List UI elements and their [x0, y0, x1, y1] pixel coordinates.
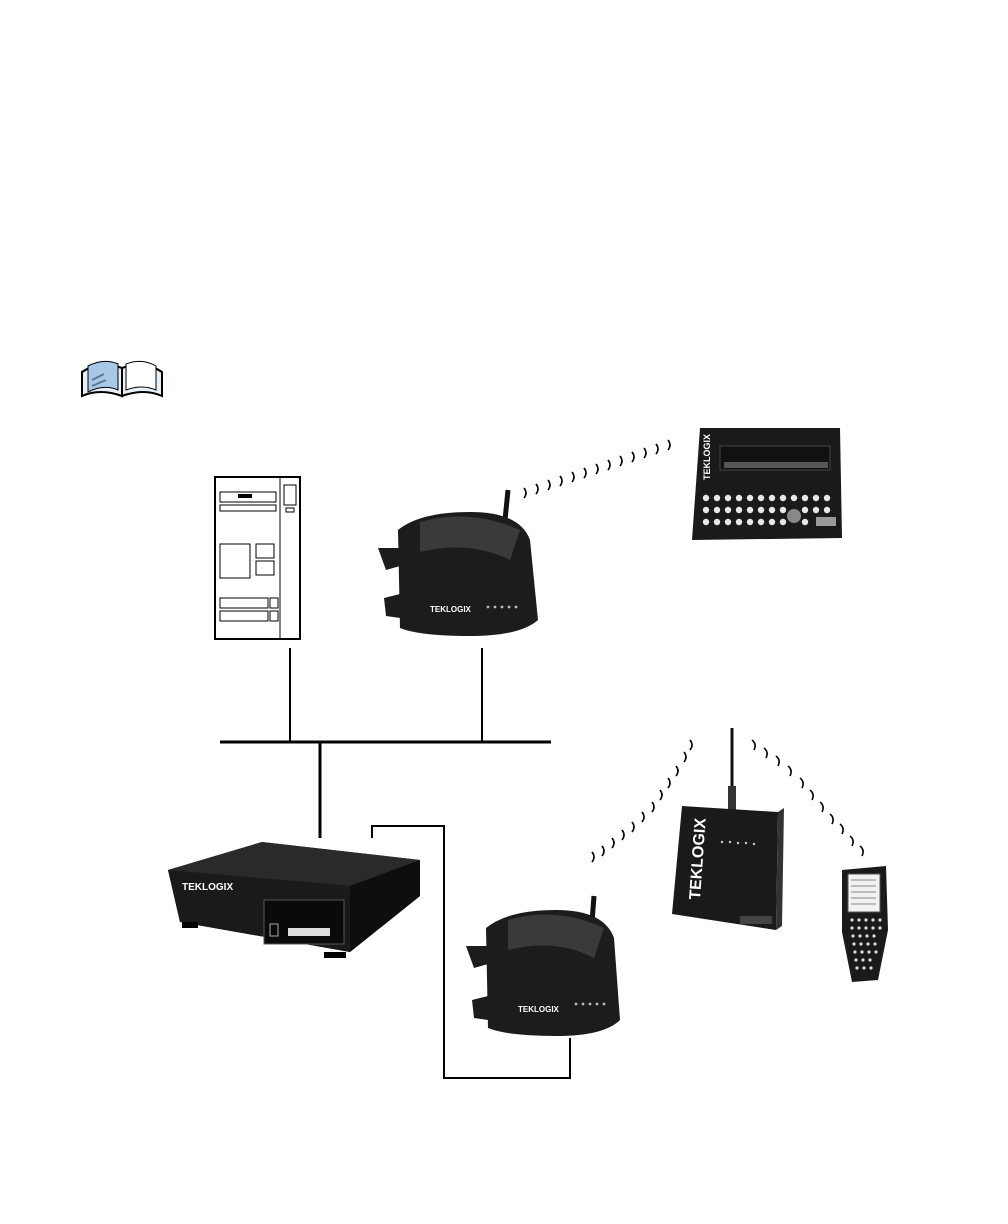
vehicle-terminal-icon: TEKLOGIX — [692, 428, 842, 540]
open-book-icon — [82, 361, 162, 396]
access-point-icon: TEKLOGIX — [466, 896, 620, 1036]
access-point-icon: TEKLOGIX — [378, 490, 538, 636]
tower-server-icon — [215, 477, 300, 639]
access-point-brand: TEKLOGIX — [430, 605, 472, 614]
terminal-brand: TEKLOGIX — [702, 434, 712, 480]
radio-waves-top — [524, 440, 670, 498]
controller-brand: TEKLOGIX — [182, 882, 233, 893]
radio-waves-gateway — [592, 740, 692, 862]
access-point-bottom-brand: TEKLOGIX — [518, 1005, 560, 1014]
handheld-terminal-icon — [842, 866, 888, 982]
network-controller-icon: TEKLOGIX — [168, 842, 420, 958]
wireless-gateway-icon: TEKLOGIX — [672, 728, 784, 930]
